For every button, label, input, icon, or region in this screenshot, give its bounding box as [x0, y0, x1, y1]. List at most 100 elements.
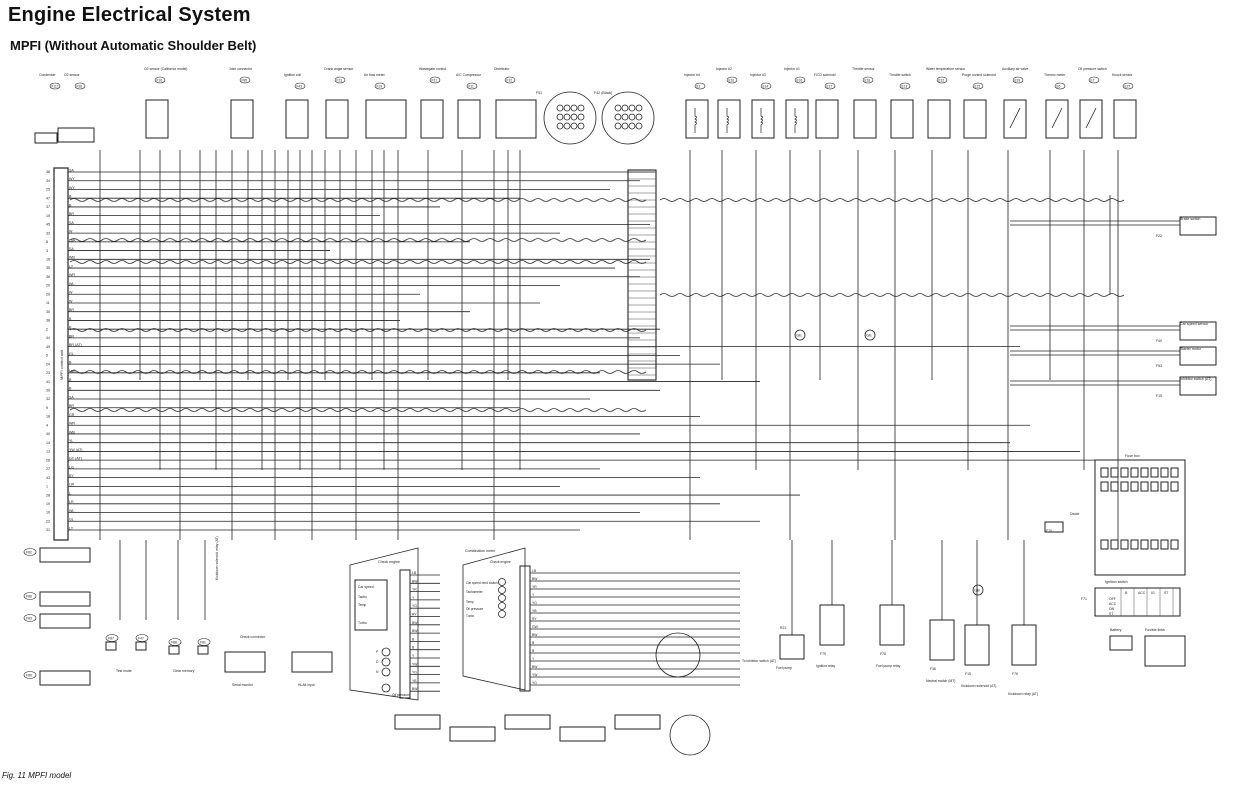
meter-wire-color: BW [532, 665, 538, 669]
pin-number: 15 [46, 214, 50, 218]
junction-connector-block [627, 169, 657, 381]
connector-id: F78 [880, 652, 886, 656]
pin-number: 35 [46, 266, 50, 270]
component-box [890, 99, 914, 139]
component-name: O2 sensor [64, 73, 81, 77]
sensor-resistor-icon [1009, 107, 1021, 129]
round-connector-body [669, 714, 711, 756]
pin [621, 113, 629, 121]
meter-wire-color: LB [412, 571, 417, 575]
fuse [1130, 467, 1139, 478]
shielded-wire [69, 238, 647, 242]
pin [556, 104, 564, 112]
pin-number: 18 [46, 415, 50, 419]
connector-body [105, 641, 117, 651]
pin-number: 23 [46, 371, 50, 375]
figure-caption: Fig. 11 MPFI model [2, 771, 72, 780]
pin-number: 14 [46, 441, 50, 445]
shielded-wire [69, 198, 647, 202]
component-box [285, 99, 309, 139]
component-box [420, 99, 444, 139]
meter-title: Check engine [378, 560, 400, 564]
ignition-table-row: ST [1109, 612, 1113, 616]
pin-wire-color: LY [69, 264, 74, 268]
component-box [963, 99, 987, 139]
component-name: Air flow meter [364, 73, 386, 77]
pin-number: 39 [46, 388, 50, 392]
pin-number: 2 [46, 327, 48, 331]
component-name: Thermo meter [1044, 73, 1066, 77]
connector-id: F76 [1012, 672, 1018, 676]
meter-wire-color: Y [412, 596, 415, 600]
gauge-label: Car speed [358, 585, 374, 589]
component-box [1003, 99, 1027, 139]
connector-badge [1054, 82, 1066, 90]
fuse [1130, 539, 1139, 550]
pin [556, 113, 564, 121]
connector-badge [824, 82, 836, 90]
fuse [1140, 467, 1149, 478]
fuse [1170, 481, 1179, 492]
pin-wire-color: WY [69, 186, 75, 190]
connector-id: F80 [26, 673, 32, 677]
meter-wire-color: RY [532, 617, 537, 621]
connector-body [39, 547, 91, 563]
fuse [1160, 539, 1169, 550]
connector-badge [794, 76, 806, 84]
connector-id: F70 [1046, 529, 1052, 533]
connector-badge [862, 76, 874, 84]
pin-wire-color: L [69, 491, 71, 495]
pin [628, 113, 636, 121]
connector-id: F22 [1156, 234, 1162, 238]
pin-wire-color: WY [69, 177, 75, 181]
pin-number: 20 [46, 284, 50, 288]
connector-badge [334, 76, 346, 84]
connector-badge [23, 592, 37, 600]
pin-number: 4 [46, 423, 48, 427]
meter-wire-color: YG [412, 604, 417, 608]
pin [577, 122, 585, 130]
component-box [1079, 99, 1103, 139]
round-connector-label: F42 (Black) [594, 91, 612, 95]
component-box [1113, 99, 1137, 139]
connector-id: E6 [1057, 84, 1061, 88]
component-name: A/C Compressor [456, 73, 482, 77]
pin-wire-color: BR [69, 404, 74, 408]
relay-name: Fuel pump [776, 666, 792, 670]
pin-number: 19 [46, 502, 50, 506]
fuse [1110, 481, 1119, 492]
pin-wire-color: B [69, 317, 72, 321]
component-name: FICD solenoid [814, 73, 836, 77]
connector-body [135, 641, 147, 651]
pin-wire-color: LG [69, 465, 74, 469]
pin-wire-color: GL [69, 518, 74, 522]
device-box [1179, 376, 1217, 396]
relay-name: Ignition relay [816, 664, 836, 668]
relay-box [929, 619, 955, 661]
pin-number: 34 [46, 179, 50, 183]
meter-wire-color: YW [532, 673, 538, 677]
device-box [1179, 216, 1217, 236]
pin-wire-color: B [69, 378, 72, 382]
fuse [1130, 481, 1139, 492]
component-box [495, 99, 537, 139]
connector-id: F36 [77, 84, 83, 88]
relay-2: Neutral switch (MT)F36 [926, 619, 955, 683]
ground-label: GE [866, 333, 872, 338]
connector-id: F40 [1156, 339, 1162, 343]
ignition-table-header: ACC [1138, 591, 1146, 595]
mpfi-control-unit: MPFI control unitSA46WY34WY25B47B37BR15S… [46, 167, 83, 541]
pin-wire-color: BR [69, 308, 74, 312]
gauge-label: Turbo [466, 614, 474, 618]
gauge-panel [354, 579, 388, 631]
